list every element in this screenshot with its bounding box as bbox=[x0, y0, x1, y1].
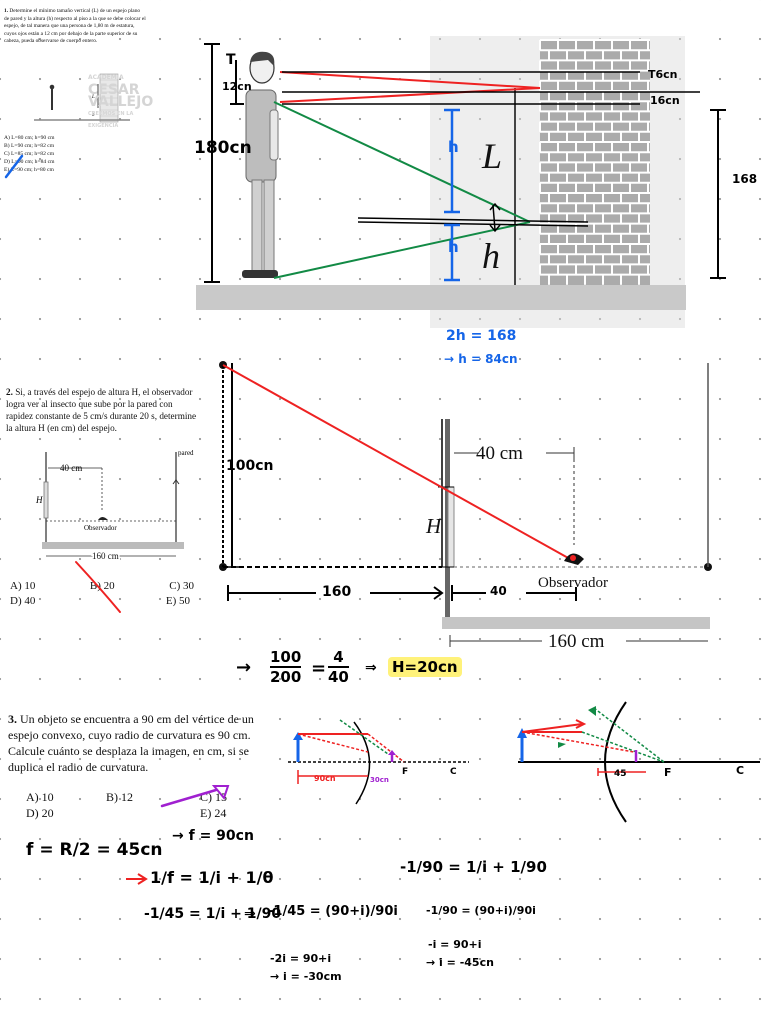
option-b: B) L=90 cm; h=82 cm bbox=[4, 143, 55, 149]
option-e: E) 50 bbox=[165, 595, 190, 607]
problem-1-number: 1. bbox=[4, 8, 9, 14]
option-c: C) 30 bbox=[169, 580, 194, 592]
hand-lens-eq: 1/f = 1/i + 1/θ bbox=[150, 868, 274, 887]
hand-eq-2h: 2h = 168 bbox=[446, 328, 517, 344]
option-a: A) 10 bbox=[26, 790, 54, 804]
problem-3-figure-1: F C 90cn 30cn bbox=[288, 719, 469, 805]
problem-2-large-figure: 40 cm H Observador 160 cm bbox=[219, 361, 712, 652]
hand-eq-d: → i = -30cm bbox=[270, 970, 342, 983]
hand-h-upper: h bbox=[448, 138, 459, 156]
fig2-40cm: 40 cm bbox=[476, 443, 523, 464]
option-b: B) 12 bbox=[106, 790, 133, 804]
answer-mark-1 bbox=[4, 154, 24, 179]
problem-3-text: Un objeto se encuentra a 90 cm del vérti… bbox=[8, 712, 254, 774]
hand-equals-2: = bbox=[311, 658, 327, 679]
problem-1-large-figure: L h bbox=[196, 36, 726, 328]
problem-2-small-figure: 40 cm pared H Observador 160 cm bbox=[35, 449, 194, 563]
fig3b-C: C bbox=[736, 764, 744, 777]
option-a: A) 10 bbox=[10, 580, 36, 592]
hand-160: 160 bbox=[322, 584, 352, 600]
hand-eq-g: -i = 90+i bbox=[428, 938, 482, 951]
hand-f-eq: f = R/2 = 45cn bbox=[26, 840, 163, 860]
problem-3-figure-2: F C 45 bbox=[517, 701, 760, 823]
hand-T: T bbox=[226, 52, 236, 68]
small-fig2-H: H bbox=[35, 495, 43, 505]
small-fig2-observer: Observador bbox=[84, 524, 117, 532]
red-arrow-marker bbox=[126, 873, 148, 885]
hand-eq-c: -2i = 90+i bbox=[270, 952, 332, 965]
problem-3-number: 3. bbox=[8, 712, 17, 726]
watermark-line-1: ACADEMIA bbox=[88, 74, 124, 81]
fig3a-90cn: 90cn bbox=[314, 774, 336, 783]
hand-180cn: 180cn bbox=[194, 138, 252, 158]
problem-1-statement: 1. Determine el mínimo tamaño vertical (… bbox=[4, 8, 146, 46]
option-c: C) L=85 cm; h=82 cm bbox=[4, 151, 55, 157]
option-d: D) 20 bbox=[26, 806, 54, 820]
hand-eq-f: -1/90 = (90+i)/90i bbox=[426, 904, 536, 917]
hand-eq-a: -1/45 = 1/i + 1/90 bbox=[144, 906, 282, 922]
small-fig2-40cm: 40 cm bbox=[60, 463, 82, 473]
small-fig-h: h bbox=[92, 113, 95, 118]
hand-eq-b: -1/45 = (90+i)/90i bbox=[268, 904, 398, 919]
option-d: D) L=90 cm; h=84 cm bbox=[4, 159, 55, 165]
fig-label-h: h bbox=[482, 236, 500, 276]
fig2-160cm: 160 cm bbox=[548, 631, 605, 652]
fig3b-45: 45 bbox=[614, 769, 627, 779]
hand-implies-2: ⇒ bbox=[365, 660, 377, 676]
watermark: ACADEMIA CESAR VALLEJO CREEMOS EN LA EXI… bbox=[88, 72, 154, 132]
watermark-line-3: VALLEJO bbox=[88, 94, 154, 110]
option-a: A) L=80 cm; h=90 cm bbox=[4, 135, 55, 141]
rhs-denominator: 40 bbox=[328, 668, 349, 686]
answer-mark-2 bbox=[75, 561, 121, 613]
option-d: D) 40 bbox=[10, 595, 36, 607]
hand-h-lower: h bbox=[448, 238, 459, 256]
hand-168: 168 bbox=[732, 172, 758, 186]
hand-eq-h: → i = -45cn bbox=[426, 956, 494, 969]
hand-frac-rhs: 4 40 bbox=[328, 648, 349, 686]
hand-eq-e: -1/90 = 1/i + 1/90 bbox=[400, 858, 547, 876]
lhs-denominator: 200 bbox=[270, 668, 302, 686]
hand-arrow-2: → bbox=[236, 657, 252, 678]
problem-1-small-figure: L h bbox=[34, 73, 130, 123]
problem-3-statement: 3. Un objeto se encuentra a 90 cm del vé… bbox=[8, 711, 270, 775]
small-fig2-wall: pared bbox=[178, 449, 194, 457]
small-fig2-160cm: 160 cm bbox=[92, 551, 119, 561]
hand-f-new: → f = 90cn bbox=[172, 828, 254, 844]
fig-label-L: L bbox=[481, 136, 502, 176]
answer-mark-3 bbox=[160, 785, 230, 808]
watermark-line-2: CESAR bbox=[88, 82, 140, 98]
problem-2-number: 2. bbox=[6, 387, 13, 397]
fig3a-30cn: 30cn bbox=[370, 776, 389, 784]
small-fig-L: L bbox=[91, 95, 95, 100]
fig2-observer: Observador bbox=[538, 575, 608, 591]
hand-100cn: 100cn bbox=[226, 458, 274, 474]
hand-implies-3: ⇒ bbox=[244, 906, 256, 922]
problem-2-text: Si, a través del espejo de altura H, el … bbox=[6, 387, 197, 433]
fig3b-F: F bbox=[664, 766, 672, 779]
option-e: E) 24 bbox=[200, 806, 227, 820]
option-e: E) L=90 cm; h=80 cm bbox=[4, 167, 54, 173]
person-figure bbox=[242, 51, 279, 278]
hand-frac-lhs: 100 200 bbox=[270, 648, 302, 686]
hand-12cn: 12cn bbox=[222, 80, 252, 93]
hand-16cn: 16cn bbox=[650, 94, 680, 107]
problem-2-options: A) 10 B) 20 C) 30 D) 40 E) 50 bbox=[10, 579, 200, 609]
fig3a-C: C bbox=[450, 767, 457, 777]
lhs-numerator: 100 bbox=[270, 648, 302, 668]
problem-1-options: A) L=80 cm; h=90 cm B) L=90 cm; h=82 cm … bbox=[4, 134, 54, 174]
problem-1-text: Determine el mínimo tamaño vertical (L) … bbox=[4, 8, 146, 45]
hand-40: 40 bbox=[490, 584, 507, 598]
fig2-H: H bbox=[425, 514, 443, 538]
rhs-numerator: 4 bbox=[328, 648, 349, 668]
fig3a-F: F bbox=[402, 767, 408, 777]
hand-T6cn: T6cn bbox=[648, 68, 678, 81]
problem-2-statement: 2. Si, a través del espejo de altura H, … bbox=[6, 386, 198, 434]
hand-answer-H: H=20cn bbox=[388, 657, 462, 677]
watermark-line-4: CREEMOS EN LA EXIGENCIA bbox=[88, 111, 134, 129]
hand-eq-h: → h = 84cn bbox=[444, 352, 518, 366]
